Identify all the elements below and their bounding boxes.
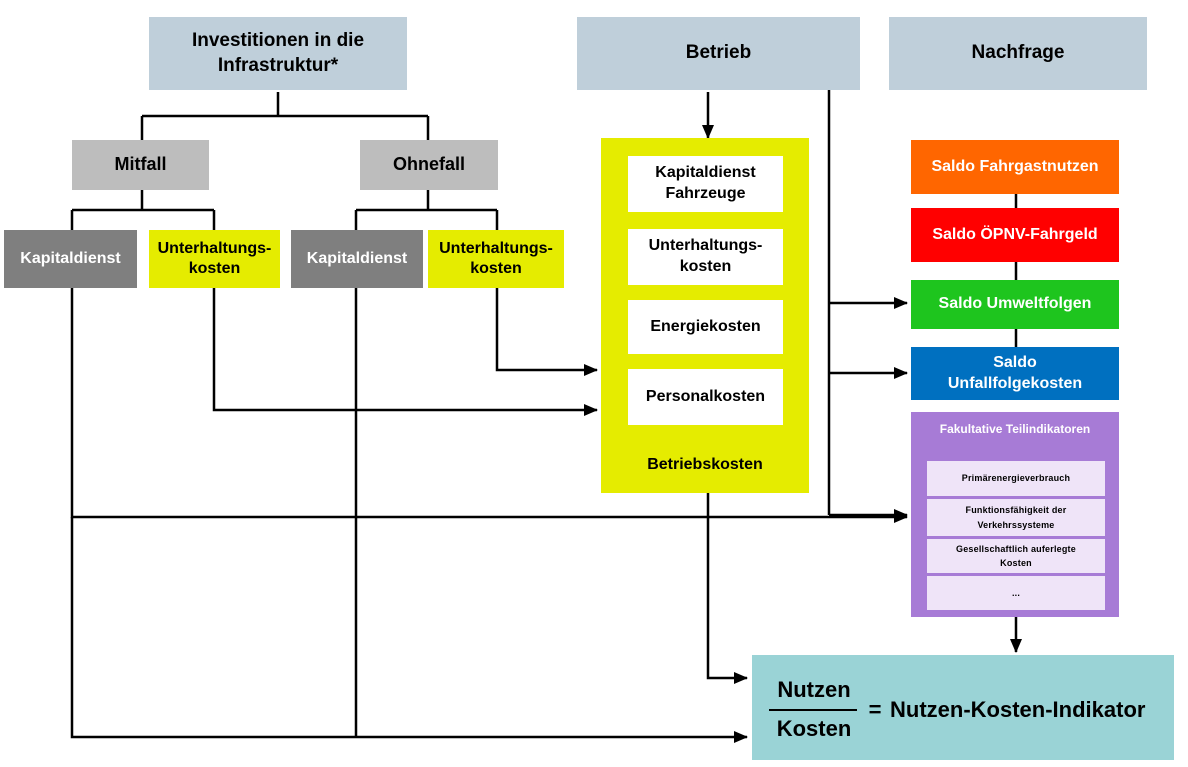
nachfrage-umweltfolgen: Saldo Umweltfolgen [911, 280, 1119, 329]
result-box [752, 655, 1174, 760]
line-inv-stem [140, 92, 430, 140]
fakultative-item-funktionsfaehigkeit: Funktionsfähigkeit der Verkehrssysteme [927, 499, 1105, 536]
nachfrage-oepnv-fahrgeld: Saldo ÖPNV-Fahrgeld [911, 208, 1119, 262]
nachfrage-fahrgastnutzen: Saldo Fahrgastnutzen [911, 140, 1119, 194]
betriebskosten-label: Betriebskosten [647, 455, 763, 473]
header-betrieb: Betrieb [577, 17, 860, 90]
case-ohnefall: Ohnefall [360, 140, 498, 190]
result-label: Nutzen-Kosten-Indikator [890, 697, 1146, 722]
fraction-bar [769, 709, 857, 711]
nachfrage-unfallfolgekosten: Saldo Unfallfolgekosten [911, 347, 1119, 400]
header-investitionen: Investitionen in die Infrastruktur* [149, 17, 407, 90]
betrieb-item-kapitaldienst-fahrzeuge: Kapitaldienst Fahrzeuge [628, 156, 783, 212]
line-mitfall-tree [70, 190, 216, 230]
arrow-unterhaltung2-panel [495, 288, 598, 376]
arrow-kapital-result [70, 517, 748, 743]
result-numerator: Nutzen [777, 677, 851, 702]
fakultative-item-gesellschaftlich: Gesellschaftlich auferlegte Kosten [927, 539, 1105, 573]
unterhaltung-ohnefall: Unterhaltungs- kosten [428, 230, 564, 288]
line-ohnefall-tree [354, 190, 499, 230]
fakultative-item-more: ... [927, 576, 1105, 610]
case-mitfall: Mitfall [72, 140, 209, 190]
betrieb-item-unterhaltungskosten: Unterhaltungs- kosten [628, 229, 783, 285]
fakultative-item-primaerenergie: Primärenergieverbrauch [927, 461, 1105, 496]
kapitaldienst-mitfall: Kapitaldienst [4, 230, 137, 288]
header-nachfrage: Nachfrage [889, 17, 1147, 90]
fakultative-title: Fakultative Teilindikatoren [939, 422, 1091, 437]
arrow-betrieb-result [706, 493, 748, 684]
arrow-unterhaltung1-panel [212, 288, 598, 416]
result-equals: = [868, 697, 882, 722]
unterhaltung-mitfall: Unterhaltungs- kosten [149, 230, 280, 288]
betrieb-item-energiekosten: Energiekosten [628, 300, 783, 354]
betrieb-item-personalkosten: Personalkosten [628, 369, 783, 425]
result-denominator: Kosten [776, 716, 852, 741]
kapitaldienst-ohnefall: Kapitaldienst [291, 230, 423, 288]
